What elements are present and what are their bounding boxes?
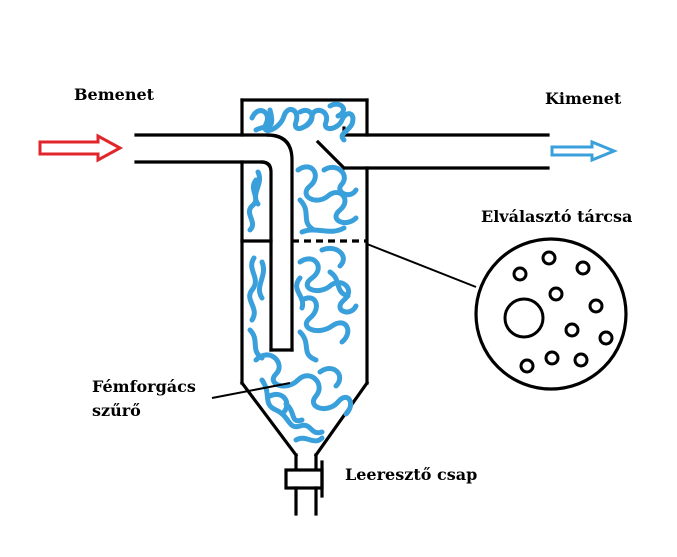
- separator-disc-label: Elválasztó tárcsa: [481, 207, 632, 226]
- drain-valve: [284, 453, 324, 516]
- chip-squiggle-left-upper: [246, 169, 262, 233]
- chip-squiggle-left-lower: [247, 255, 266, 361]
- metal-chip-filter-label-line1: Fémforgács: [92, 377, 196, 396]
- chip-filter-leader-line: [211, 382, 291, 399]
- inlet-arrow-icon: [38, 133, 124, 163]
- chip-squiggle-top-2: [253, 101, 346, 133]
- disc-hole: [588, 298, 604, 314]
- separator-leader-line: [366, 243, 477, 288]
- outlet-label: Kimenet: [545, 89, 622, 108]
- chip-squiggle-right-upper: [295, 164, 359, 235]
- disc-hole: [512, 266, 528, 282]
- disc-hole: [575, 260, 591, 276]
- outlet-pipe: [315, 126, 550, 171]
- outlet-pipe-lip: [315, 139, 347, 171]
- disc-hole: [548, 286, 564, 302]
- disc-center-hole: [503, 297, 545, 339]
- disc-hole: [598, 330, 614, 346]
- drain-valve-label: Leeresztő csap: [345, 465, 477, 484]
- vessel-cone-right: [313, 380, 370, 458]
- chip-squiggle-right-lower: [294, 246, 359, 363]
- metal-chips: [246, 101, 359, 444]
- separator-disc-detail: [474, 237, 628, 391]
- disc-hole: [541, 250, 557, 266]
- inlet-label: Bemenet: [74, 85, 155, 104]
- drain-valve-body: [284, 468, 324, 490]
- outlet-arrow-shape: [550, 139, 618, 163]
- disc-hole: [544, 350, 560, 366]
- disc-hole: [573, 352, 589, 368]
- inlet-pipe: [134, 133, 294, 352]
- filter-vessel: [239, 98, 370, 458]
- inlet-arrow-shape: [38, 133, 124, 163]
- vessel-cone-left: [239, 380, 299, 458]
- metal-chip-filter-label-line2: szűrő: [92, 401, 141, 420]
- disc-hole: [564, 322, 580, 338]
- inlet-pipe-bend-outer: [266, 133, 294, 352]
- disc-hole: [519, 358, 535, 374]
- inlet-pipe-bend-inner: [260, 160, 273, 352]
- chip-squiggle-bottom: [253, 352, 353, 444]
- outlet-arrow-icon: [550, 139, 618, 163]
